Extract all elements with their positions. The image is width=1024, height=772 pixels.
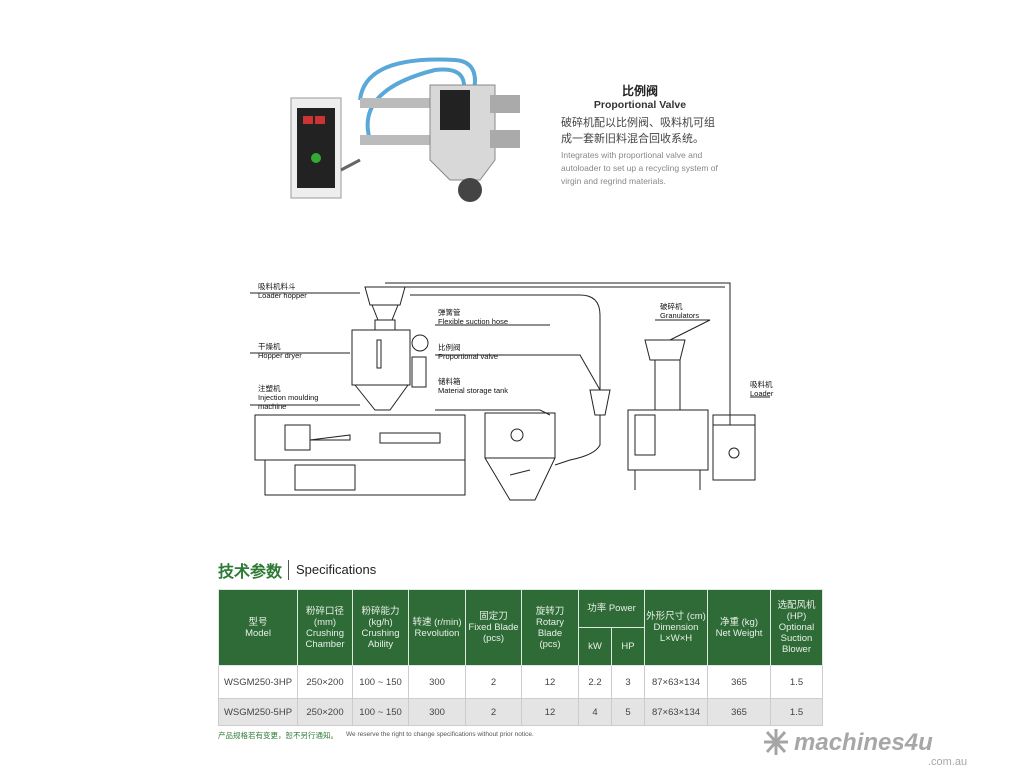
cell: 2.2 (578, 665, 612, 699)
note-cn: 产品规格若有变更，恕不另行通知。 (218, 731, 338, 740)
svg-text:.com.au: .com.au (928, 756, 967, 767)
cell: 100 ~ 150 (352, 698, 409, 726)
svg-text:machines4u: machines4u (794, 729, 933, 756)
valve-desc-en: Integrates with proportional valve and a… (561, 150, 718, 186)
cell: 1.5 (770, 698, 823, 726)
cell: 300 (408, 698, 466, 726)
cell: 12 (521, 698, 579, 726)
proportional-valve-photo (290, 57, 520, 202)
cell: 2 (465, 698, 522, 726)
th-power: 功率 Power (578, 589, 645, 628)
cell: WSGM250-3HP (218, 665, 298, 699)
valve-title-cn: 比例阀 (621, 84, 658, 98)
cell: 3 (611, 665, 645, 699)
machines4u-watermark: machines4u .com.au (760, 725, 990, 772)
valve-title-en: Proportional Valve (593, 99, 687, 111)
cell: 365 (707, 665, 771, 699)
th-kw: kW (578, 627, 612, 666)
cell: 300 (408, 665, 466, 699)
th-revolution: 转速 (r/min)Revolution (408, 589, 466, 666)
specs-title-cn: 技术参数 (218, 564, 283, 581)
cell: 250×200 (297, 665, 353, 699)
specs-title-en: Specifications (296, 562, 377, 577)
cell: 100 ~ 150 (352, 665, 409, 699)
cell: 365 (707, 698, 771, 726)
note-en: We reserve the right to change specifica… (346, 731, 534, 738)
cell: 12 (521, 665, 579, 699)
cell: 5 (611, 698, 645, 726)
cell: 87×63×134 (644, 698, 708, 726)
cell: 4 (578, 698, 612, 726)
th-weight: 净重 (kg)Net Weight (707, 589, 771, 666)
cell: 1.5 (770, 665, 823, 699)
cell: WSGM250-5HP (218, 698, 298, 726)
valve-desc-cn: 破碎机配以比例阀、吸料机可组成一套新旧料混合回收系统。 (561, 117, 715, 145)
title-divider (288, 560, 289, 580)
cell: 87×63×134 (644, 665, 708, 699)
cell: 250×200 (297, 698, 353, 726)
machines4u-logo-icon: machines4u .com.au (764, 729, 967, 768)
th-hp: HP (611, 627, 645, 666)
cell: 2 (465, 665, 522, 699)
system-diagram (250, 282, 770, 501)
